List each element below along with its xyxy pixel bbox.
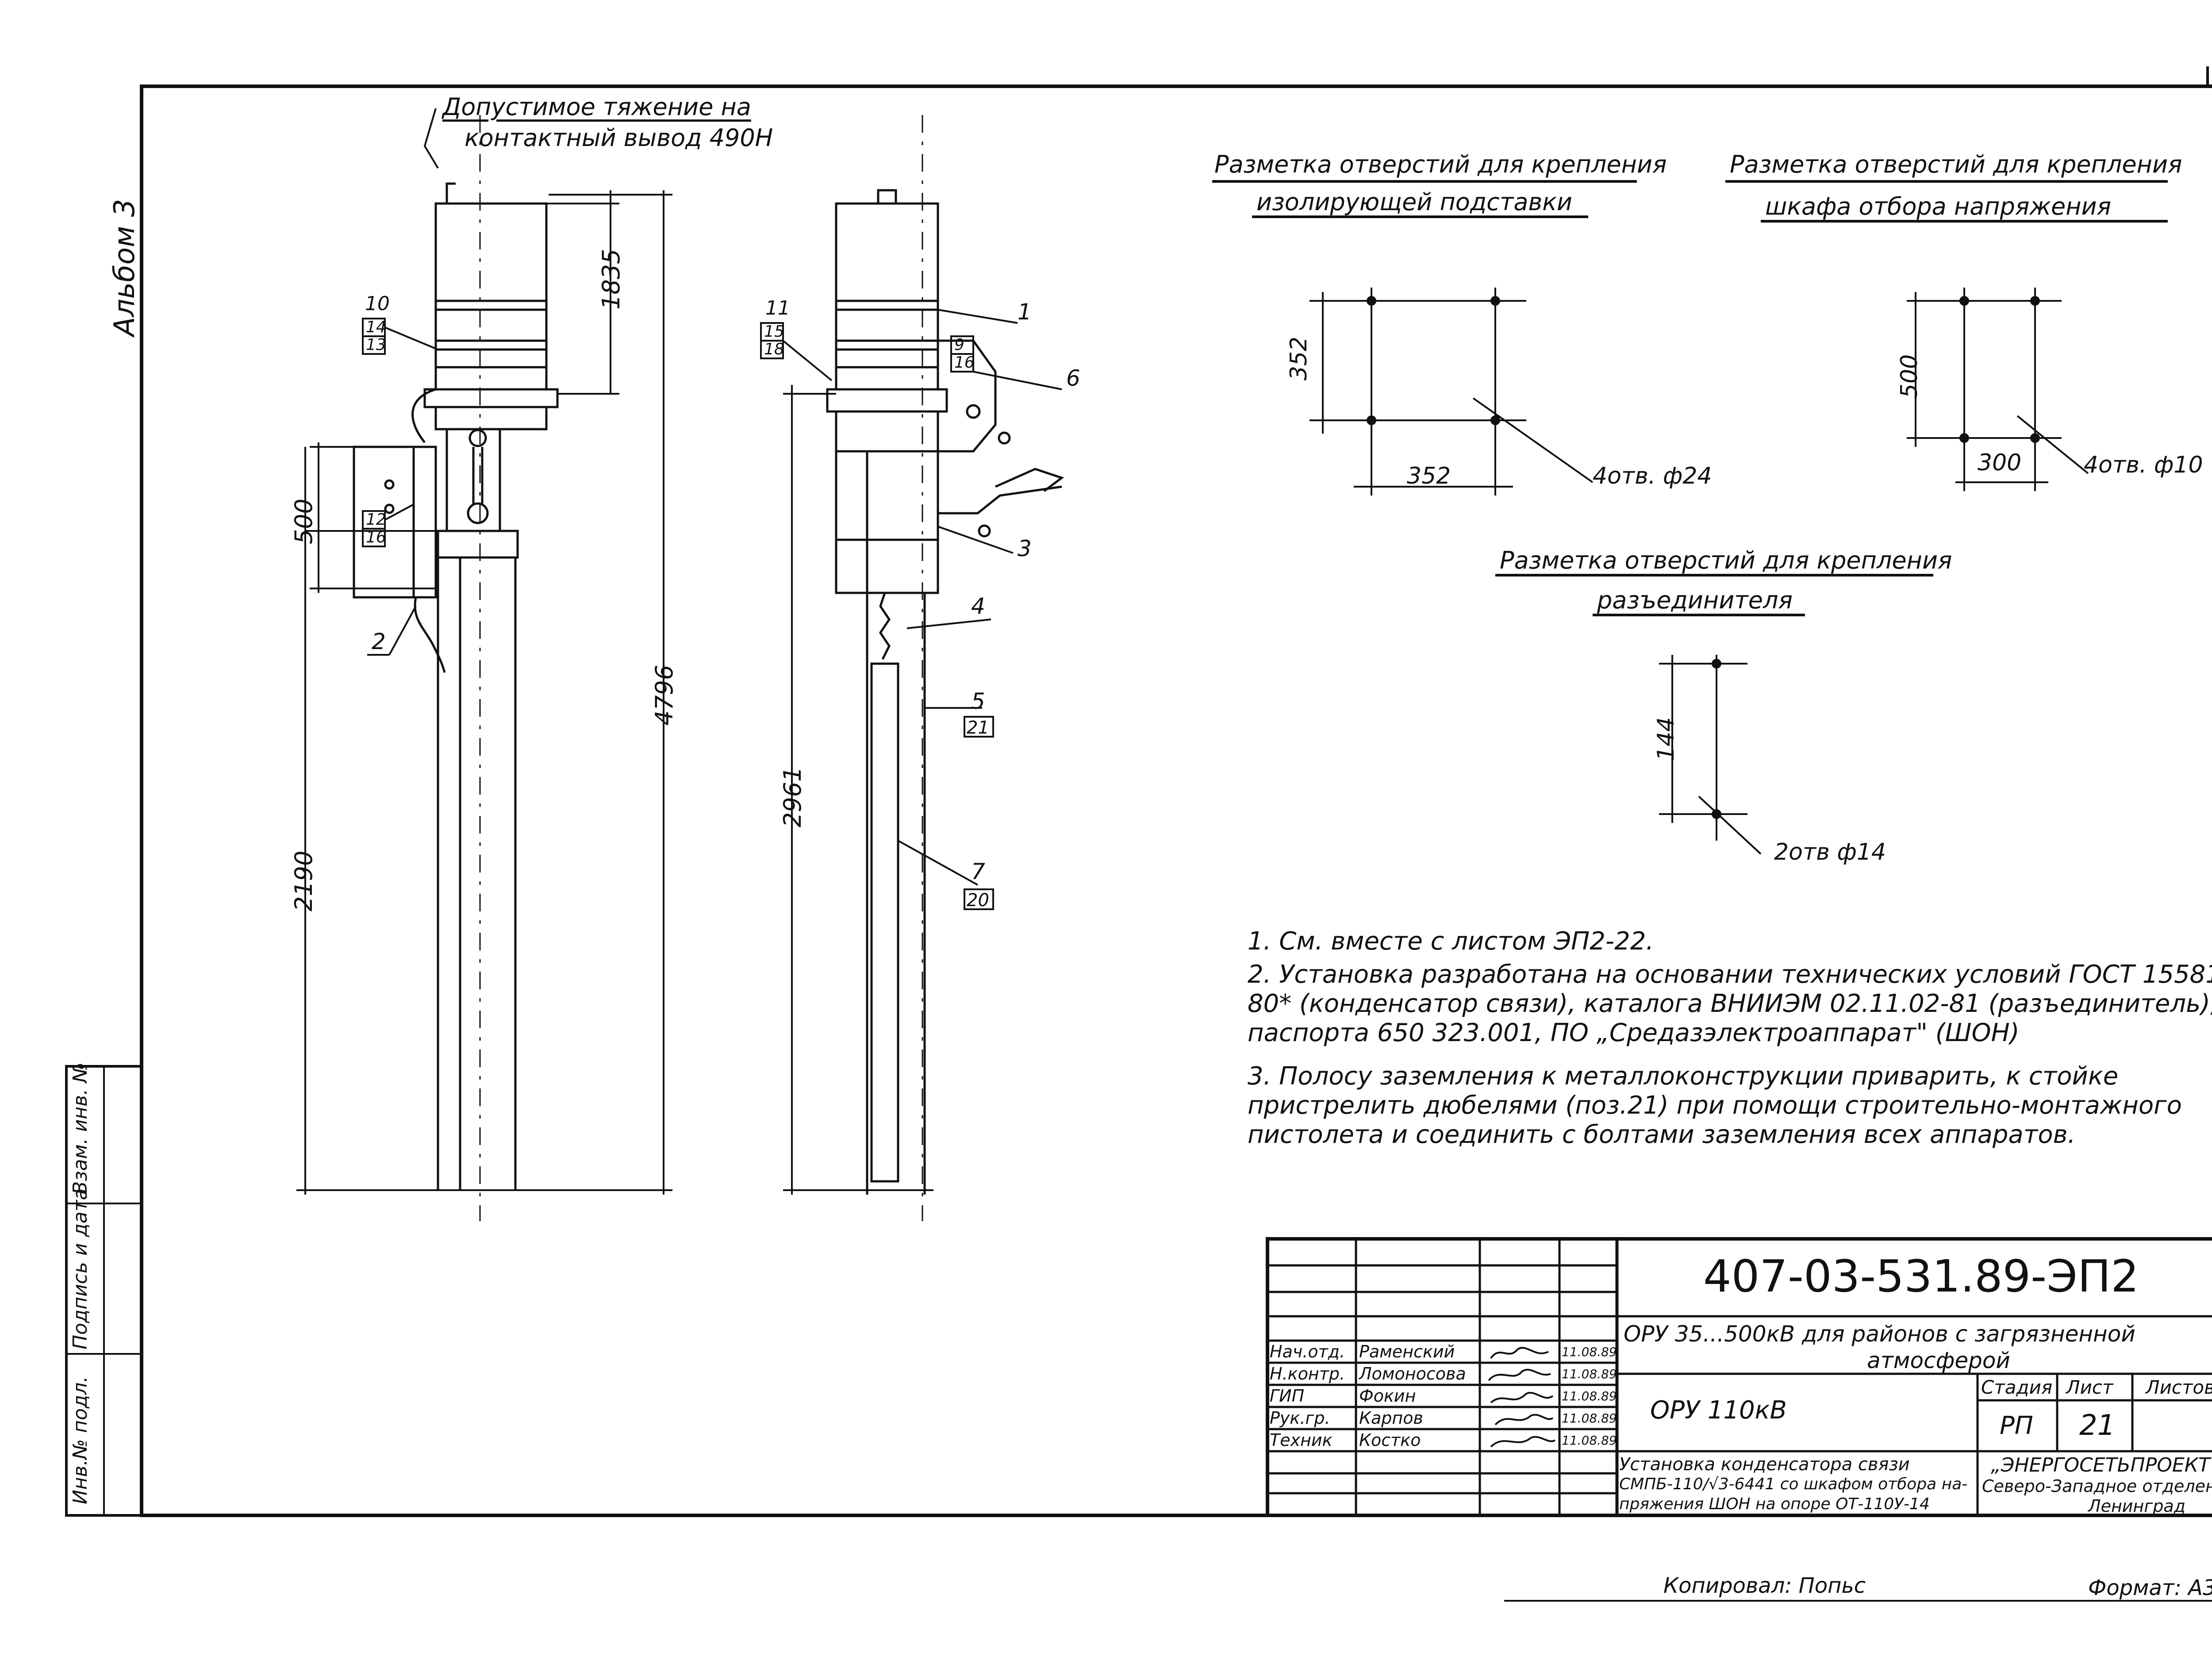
tension-note-line1: Допустимое тяжение на <box>442 93 751 121</box>
cabinet-dim-v: 500 <box>1896 354 1923 398</box>
person-row-2-role: ГИП <box>1270 1386 1305 1406</box>
side-view-callouts <box>362 108 439 656</box>
pos-3: 3 <box>1018 536 1032 561</box>
pos-16: 16 <box>366 528 386 546</box>
front-view-callouts <box>760 309 1062 910</box>
pos-2: 2 <box>372 629 386 654</box>
hole-layout-disconnector <box>1495 574 1933 855</box>
pos-20: 20 <box>967 890 989 911</box>
stand-title-2: изолирующей подставки <box>1256 188 1572 216</box>
note-3-text: Полосу заземления к металлоконструкции п… <box>1248 1062 2182 1149</box>
person-row-2-name: Фокин <box>1359 1386 1416 1406</box>
person-row-1-name: Ломоносова <box>1359 1364 1466 1384</box>
person-row-4-date: 11.08.89 <box>1562 1433 1617 1448</box>
stand-title-1: Разметка отверстий для крепления <box>1214 150 1667 178</box>
pos-6: 6 <box>1066 365 1080 391</box>
dim-4796: 4796 <box>650 665 678 726</box>
stage-value: РП <box>2000 1411 2033 1440</box>
sheet-frame <box>65 66 2212 1517</box>
person-row-3-date: 11.08.89 <box>1562 1411 1617 1426</box>
note-1: 1. См. вместе с листом ЭП2-22. <box>1248 927 2212 956</box>
capacitor-front-view <box>826 115 1064 1221</box>
tension-note-line2: контактный вывод 490Н <box>465 124 773 152</box>
stamp-inv-podl: Инв.№ подл. <box>69 1376 92 1504</box>
person-row-0-role: Нач.отд. <box>1270 1342 1345 1361</box>
person-row-0-name: Раменский <box>1359 1342 1455 1361</box>
person-row-4-name: Костко <box>1359 1430 1421 1450</box>
note-1-text: См. вместе с листом ЭП2-22. <box>1279 927 1654 956</box>
org-line1: „ЭНЕРГОСЕТЬПРОЕКТ" <box>1991 1454 2212 1476</box>
sheet-header: Лист <box>2066 1376 2113 1398</box>
description-line2: СМПБ-110/√3-6441 со шкафом отбора на- <box>1619 1475 1968 1493</box>
cabinet-title-1: Разметка отверстий для крепления <box>1730 150 2182 178</box>
stamp-podpis-data: Подпись и дата <box>69 1188 92 1349</box>
note-3-num: 3. <box>1248 1062 1271 1091</box>
person-row-4-role: Техник <box>1270 1430 1333 1450</box>
person-row-3-name: Карпов <box>1359 1408 1423 1428</box>
project-line2: атмосферой <box>1867 1348 2010 1373</box>
title-block-grid <box>1266 1237 2212 1517</box>
disconnector-title-2: разъединителя <box>1597 586 1793 614</box>
cabinet-title-2: шкафа отбора напряжения <box>1765 192 2112 220</box>
pos-1: 1 <box>1018 299 1032 325</box>
disconnector-title-1: Разметка отверстий для крепления <box>1500 546 1952 574</box>
pos-16b: 16 <box>954 354 975 372</box>
stand-callout: 4отв. ф24 <box>1593 463 1712 489</box>
description-line3: пряжения ШОН на опоре ОТ-110У-14 <box>1619 1495 1930 1513</box>
dim-2961: 2961 <box>779 766 806 827</box>
org-line3: Ленинград <box>2088 1496 2185 1516</box>
doc-code: 407-03-531.89-ЭП2 <box>1703 1250 2139 1302</box>
stand-dim-h: 352 <box>1407 463 1451 489</box>
pos-4: 4 <box>971 593 985 619</box>
album-label: Альбом 3 <box>108 199 141 336</box>
signatures <box>1488 1347 1556 1448</box>
note-2: 2. Установка разработана на основании те… <box>1248 960 2212 1048</box>
pos-14: 14 <box>366 318 386 336</box>
person-row-2-date: 11.08.89 <box>1562 1389 1617 1403</box>
note-1-num: 1. <box>1248 927 1271 956</box>
disconnector-dim-v: 144 <box>1653 717 1679 761</box>
pos-10: 10 <box>365 292 390 315</box>
pos-5: 5 <box>971 688 985 714</box>
sheets-header: Листов <box>2146 1376 2212 1398</box>
dim-2190: 2190 <box>290 850 318 911</box>
person-row-3-role: Рук.гр. <box>1270 1408 1330 1428</box>
note-2-text: Установка разработана на основании техни… <box>1248 960 2212 1047</box>
stage-header: Стадия <box>1981 1376 2053 1398</box>
pos-7: 7 <box>971 859 985 884</box>
capacitor-side-view <box>353 115 559 1221</box>
stamp-vzam-inv: Взам. инв. № <box>69 1062 92 1195</box>
hole-layout-stand <box>1212 180 1637 496</box>
hole-layout-cabinet <box>1725 180 2168 491</box>
note-3: 3. Полосу заземления к металлоконструкци… <box>1248 1062 2212 1149</box>
cabinet-dim-h: 300 <box>1978 450 2022 476</box>
description-line1: Установка конденсатора связи <box>1619 1454 1910 1475</box>
disconnector-callout: 2отв ф14 <box>1774 839 1886 865</box>
person-row-1-role: Н.контр. <box>1270 1364 1345 1384</box>
dim-1835: 1835 <box>597 249 625 310</box>
side-view-dimensions <box>296 190 672 1195</box>
footer-copied: Копировал: Попьс <box>1663 1573 1866 1598</box>
pos-18: 18 <box>764 340 784 358</box>
pos-15: 15 <box>764 323 784 341</box>
note-2-num: 2. <box>1248 960 1271 989</box>
cabinet-callout: 4отв. ф10 <box>2084 452 2203 478</box>
sheet-value: 21 <box>2079 1409 2116 1442</box>
org-line2: Северо-Западное отделение <box>1982 1476 2212 1496</box>
pos-13: 13 <box>366 336 386 354</box>
pos-21: 21 <box>967 718 989 738</box>
pos-9: 9 <box>954 336 964 354</box>
dim-500: 500 <box>290 498 318 544</box>
object-name: ОРУ 110кВ <box>1650 1396 1787 1425</box>
stand-dim-v: 352 <box>1286 336 1312 381</box>
project-line1: ОРУ 35...500кВ для районов с загрязненно… <box>1624 1321 2135 1347</box>
pos-12: 12 <box>366 511 386 529</box>
front-view-dimensions <box>783 385 933 1195</box>
person-row-0-date: 11.08.89 <box>1562 1345 1617 1359</box>
person-row-1-date: 11.08.89 <box>1562 1367 1617 1381</box>
footer-format: Формат: А3 <box>2088 1576 2212 1600</box>
pos-11: 11 <box>765 297 790 319</box>
